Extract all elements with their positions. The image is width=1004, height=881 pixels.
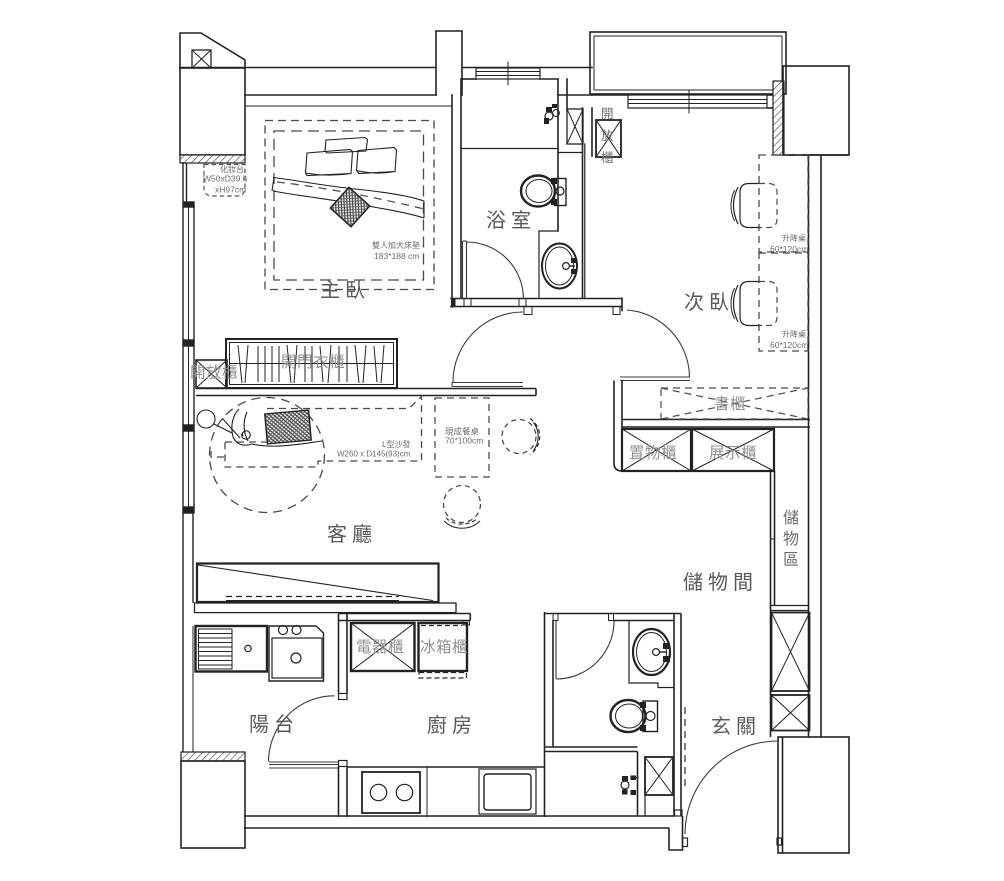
svg-text:升降桌: 升降桌 xyxy=(782,233,806,243)
svg-text:183*188 cm: 183*188 cm xyxy=(374,251,419,261)
svg-text:開: 開 xyxy=(601,107,614,121)
svg-text:xH97cm: xH97cm xyxy=(215,185,246,195)
svg-text:70*100cm: 70*100cm xyxy=(445,436,483,446)
svg-text:物: 物 xyxy=(783,530,799,548)
svg-text:主臥: 主臥 xyxy=(320,279,370,302)
svg-text:開門衣櫃: 開門衣櫃 xyxy=(281,353,345,371)
svg-text:升降桌: 升降桌 xyxy=(782,329,806,339)
svg-text:玄關: 玄關 xyxy=(711,715,761,738)
svg-text:置物櫃: 置物櫃 xyxy=(629,444,677,462)
svg-text:W260 x D145(93)cm: W260 x D145(93)cm xyxy=(337,450,411,459)
svg-text:雙人加大床墊: 雙人加大床墊 xyxy=(372,240,420,250)
svg-text:廚房: 廚房 xyxy=(427,713,477,737)
svg-text:電器櫃: 電器櫃 xyxy=(356,638,404,656)
svg-text:櫃: 櫃 xyxy=(601,151,614,165)
svg-text:60*120cm: 60*120cm xyxy=(770,244,808,254)
svg-text:儲: 儲 xyxy=(783,509,799,527)
svg-text:現成餐桌: 現成餐桌 xyxy=(445,427,480,437)
svg-text:60*120cm: 60*120cm xyxy=(770,340,808,350)
svg-text:書櫃: 書櫃 xyxy=(714,395,746,413)
svg-text:化妝台: 化妝台 xyxy=(220,164,244,174)
svg-text:儲物間: 儲物間 xyxy=(683,571,758,594)
svg-text:次臥: 次臥 xyxy=(684,291,734,314)
svg-text:開放櫃: 開放櫃 xyxy=(190,364,238,382)
svg-text:W50xD39.6: W50xD39.6 xyxy=(203,174,248,184)
svg-text:客廳: 客廳 xyxy=(327,523,377,546)
svg-text:展示櫃: 展示櫃 xyxy=(709,444,757,462)
svg-text:區: 區 xyxy=(783,552,799,569)
svg-text:冰箱櫃: 冰箱櫃 xyxy=(420,638,468,656)
svg-text:浴室: 浴室 xyxy=(486,209,536,232)
svg-text:L型沙發: L型沙發 xyxy=(382,440,410,449)
svg-text:放: 放 xyxy=(601,128,614,143)
svg-text:陽台: 陽台 xyxy=(249,713,299,736)
